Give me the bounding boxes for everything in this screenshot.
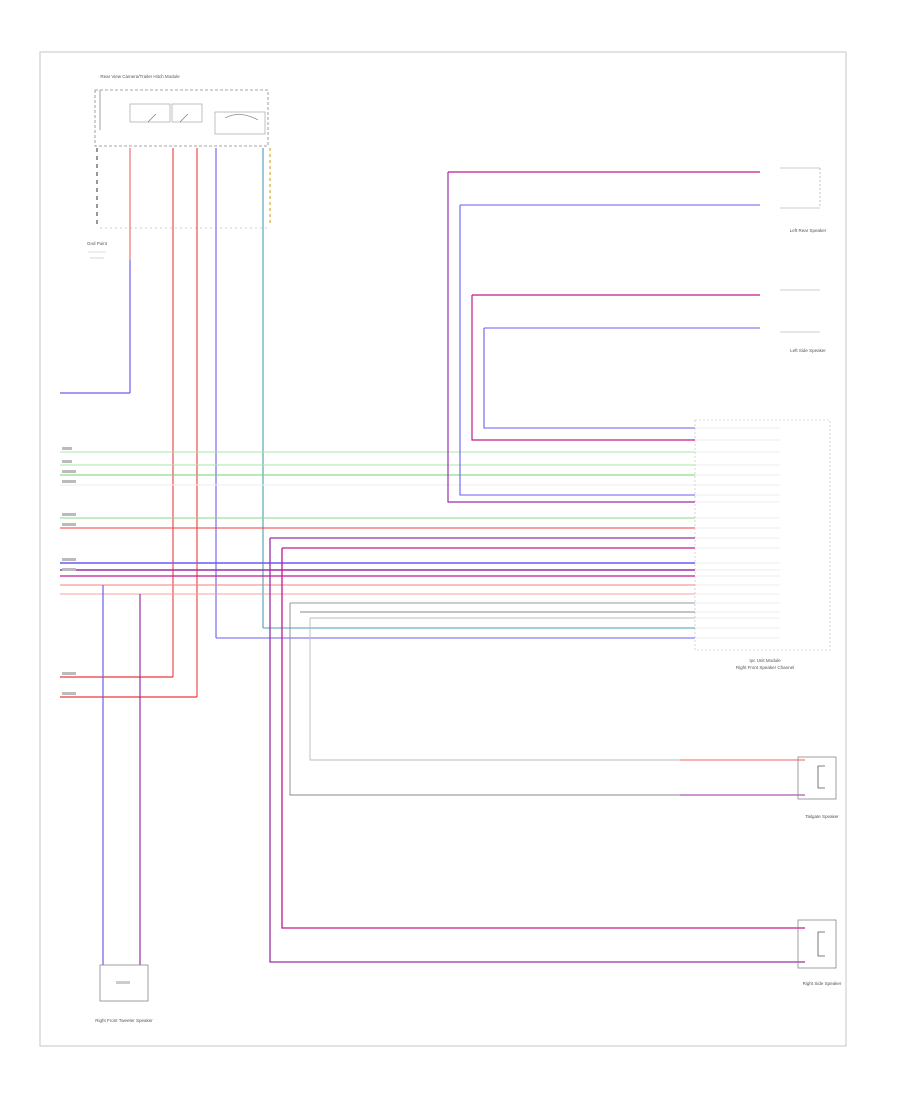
rear-camera-runs — [102, 585, 141, 965]
diagram-frame — [39, 51, 847, 1047]
rear-camera: Right Front Tweeter Speaker — [95, 964, 153, 1023]
connector-block-name: Ipc Unit Module — [749, 658, 781, 663]
pin-lines — [695, 427, 780, 639]
speaker-tailgate-name: Tailgate Speaker — [805, 814, 839, 819]
speaker-left-side-name: Left Side Speaker — [790, 348, 826, 353]
left-wire-stubs — [60, 392, 695, 698]
ground-point: Gnd Point — [87, 241, 108, 259]
left-wire-tags — [62, 447, 76, 695]
connector-block: Ipc Unit Module Right Front Speaker Chan… — [694, 419, 831, 670]
module-drop-wires — [96, 148, 271, 697]
speaker-tailgate: Tailgate Speaker — [797, 756, 839, 819]
ground-label: Gnd Point — [87, 241, 108, 246]
connector-block-subname: Right Front Speaker Channel — [736, 665, 794, 670]
lower-runs — [269, 538, 805, 963]
speaker-right-side-name: Right Side Speaker — [803, 981, 842, 986]
inner-routing — [216, 537, 695, 639]
speaker-left-side: Left Side Speaker — [471, 289, 826, 441]
audio-module: Rear View Camera/Trailer Hitch Module — [94, 74, 269, 147]
speaker-left-rear-name: Left Rear Speaker — [790, 228, 827, 233]
audio-module-name: Rear View Camera/Trailer Hitch Module — [100, 74, 180, 79]
rear-camera-name: Right Front Tweeter Speaker — [95, 1018, 153, 1023]
speaker-right-side: Right Side Speaker — [797, 919, 842, 986]
speaker-left-rear: Left Rear Speaker — [447, 167, 827, 503]
